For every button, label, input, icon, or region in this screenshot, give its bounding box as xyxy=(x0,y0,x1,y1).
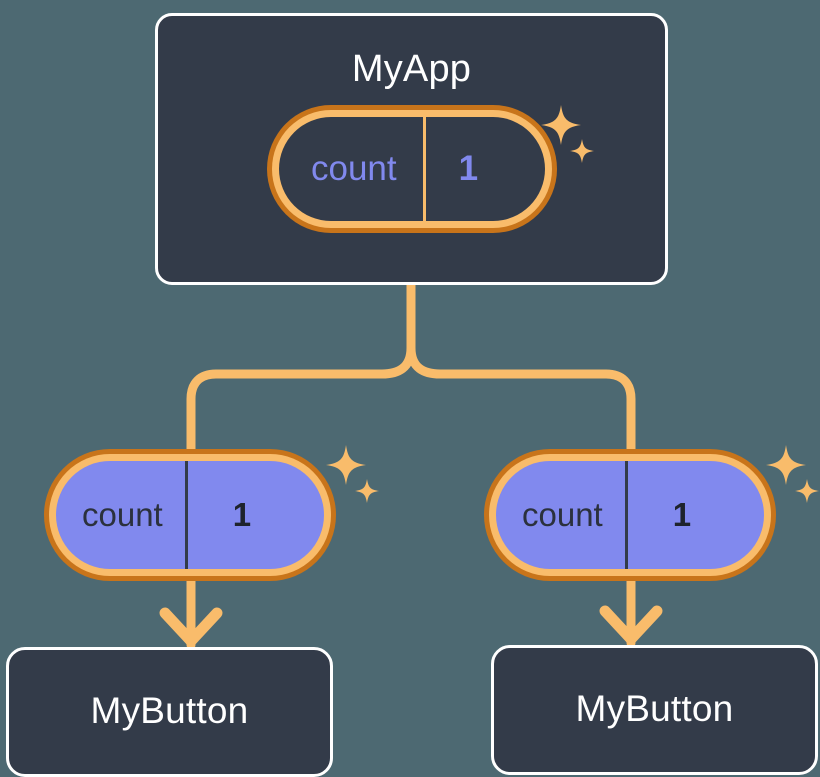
component-card-mybutton-left[interactable]: MyButton xyxy=(6,647,333,777)
state-pill-left[interactable]: count 1 xyxy=(44,449,336,581)
state-key-label: count xyxy=(522,496,603,533)
component-label-myapp: MyApp xyxy=(351,48,472,90)
sparkle-small-icon xyxy=(795,479,819,503)
state-pill-ring: count 1 xyxy=(49,454,331,576)
sparkle-large-icon xyxy=(766,445,806,485)
state-pill-ring: count 1 xyxy=(272,110,552,228)
state-value-label: 1 xyxy=(624,461,764,569)
sparkle-small-icon xyxy=(355,479,379,503)
state-pill-right[interactable]: count 1 xyxy=(484,449,776,581)
arrow-down-icon-left xyxy=(159,607,223,647)
connector-branch-left xyxy=(186,343,416,460)
component-label-mybutton-right: MyButton xyxy=(575,688,734,729)
component-label-mybutton-left: MyButton xyxy=(90,690,249,731)
connector-branch-right xyxy=(406,343,636,460)
state-value-label: 1 xyxy=(422,117,545,221)
sparkle-large-icon xyxy=(326,445,366,485)
state-pill-myapp[interactable]: count 1 xyxy=(267,105,557,233)
state-pill-ring: count 1 xyxy=(489,454,771,576)
state-value-label: 1 xyxy=(184,461,324,569)
state-key-label: count xyxy=(82,496,163,533)
state-key-label: count xyxy=(311,149,397,188)
state-pill-face: count 1 xyxy=(496,461,764,569)
state-pill-face: count 1 xyxy=(279,117,545,221)
state-pill-face: count 1 xyxy=(56,461,324,569)
component-card-mybutton-right[interactable]: MyButton xyxy=(491,645,818,775)
arrow-down-icon-right xyxy=(599,605,663,645)
